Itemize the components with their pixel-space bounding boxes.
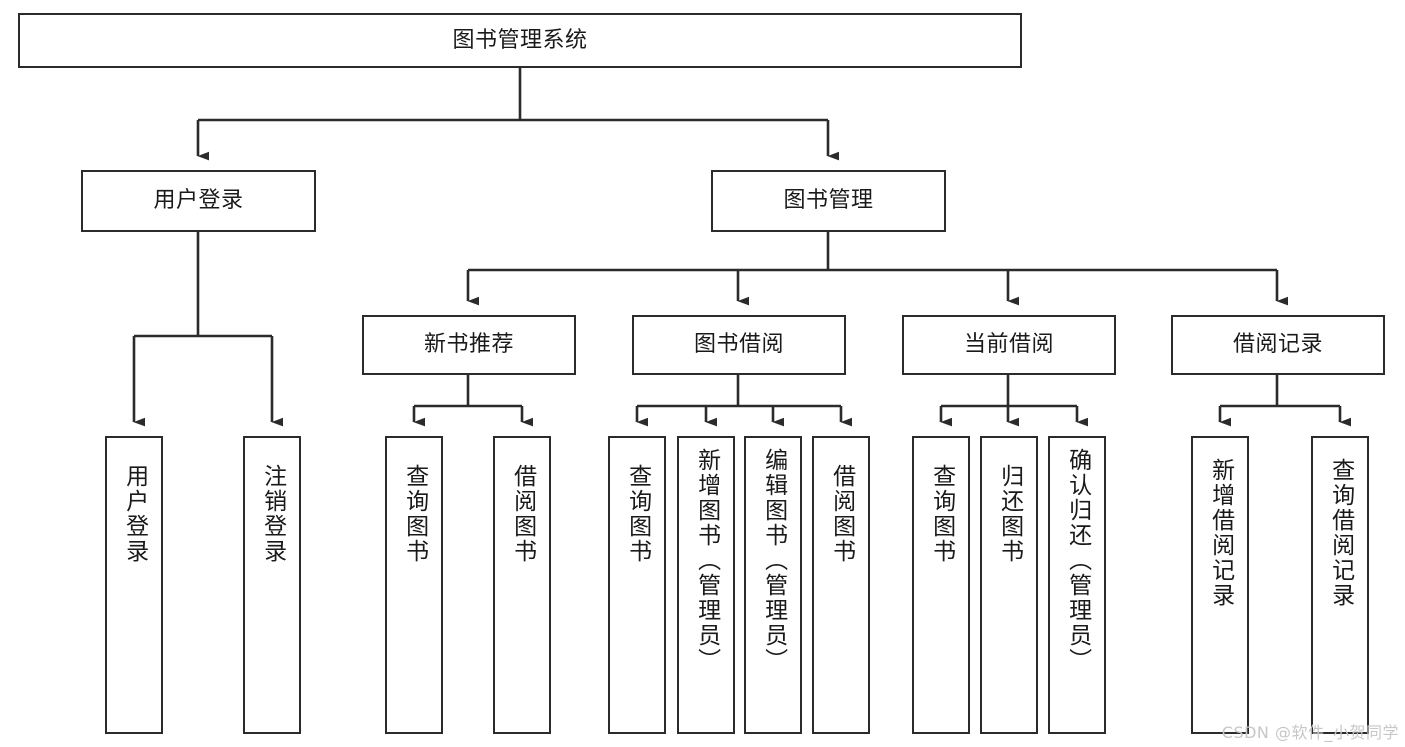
node-book-borrow[interactable]: 图书借阅 [632,315,846,375]
leaf-user-login-signout[interactable]: 注销登录 [243,436,301,734]
node-label: 图书借阅 [693,332,784,357]
node-label: 查询图书 [624,464,651,564]
leaf-borrow-borrow-book[interactable]: 借阅图书 [812,436,870,734]
node-borrow-record[interactable]: 借阅记录 [1171,315,1385,375]
node-label: 借阅图书 [509,464,536,564]
node-label: 注销登录 [259,464,286,564]
leaf-recommend-query-book[interactable]: 查询图书 [385,436,443,734]
leaf-user-login-signin[interactable]: 用户登录 [105,436,163,734]
node-book-management[interactable]: 图书管理 [711,170,946,232]
node-label: 图书管理 [783,188,874,213]
node-label: 用户登录 [121,464,148,564]
node-label: 查询图书 [401,464,428,564]
node-label: 用户登录 [153,188,244,213]
leaf-record-query-record[interactable]: 查询借阅记录 [1311,436,1369,734]
node-user-login[interactable]: 用户登录 [81,170,316,232]
node-label: 确认归还（管理员） [1064,448,1091,673]
leaf-current-return-book[interactable]: 归还图书 [980,436,1038,734]
node-label: 借阅记录 [1232,332,1323,357]
node-label: 新增图书（管理员） [693,448,720,673]
node-label: 新增借阅记录 [1207,458,1234,608]
node-label: 借阅图书 [828,464,855,564]
leaf-current-confirm-return-admin[interactable]: 确认归还（管理员） [1048,436,1106,734]
node-label: 归还图书 [996,464,1023,564]
node-label: 查询图书 [928,464,955,564]
node-label: 查询借阅记录 [1327,458,1354,608]
node-label: 图书管理系统 [452,27,588,53]
leaf-borrow-add-book-admin[interactable]: 新增图书（管理员） [677,436,735,734]
leaf-borrow-query-book[interactable]: 查询图书 [608,436,666,734]
node-label: 当前借阅 [963,332,1054,357]
watermark-text: CSDN @软件_小贺同学 [1221,723,1399,742]
node-current-borrow[interactable]: 当前借阅 [902,315,1116,375]
node-label: 编辑图书（管理员） [760,448,787,673]
leaf-borrow-edit-book-admin[interactable]: 编辑图书（管理员） [744,436,802,734]
leaf-recommend-borrow-book[interactable]: 借阅图书 [493,436,551,734]
leaf-current-query-book[interactable]: 查询图书 [912,436,970,734]
node-new-book-recommend[interactable]: 新书推荐 [362,315,576,375]
node-label: 新书推荐 [423,332,514,357]
leaf-record-add-record[interactable]: 新增借阅记录 [1191,436,1249,734]
node-root-system[interactable]: 图书管理系统 [18,13,1022,68]
